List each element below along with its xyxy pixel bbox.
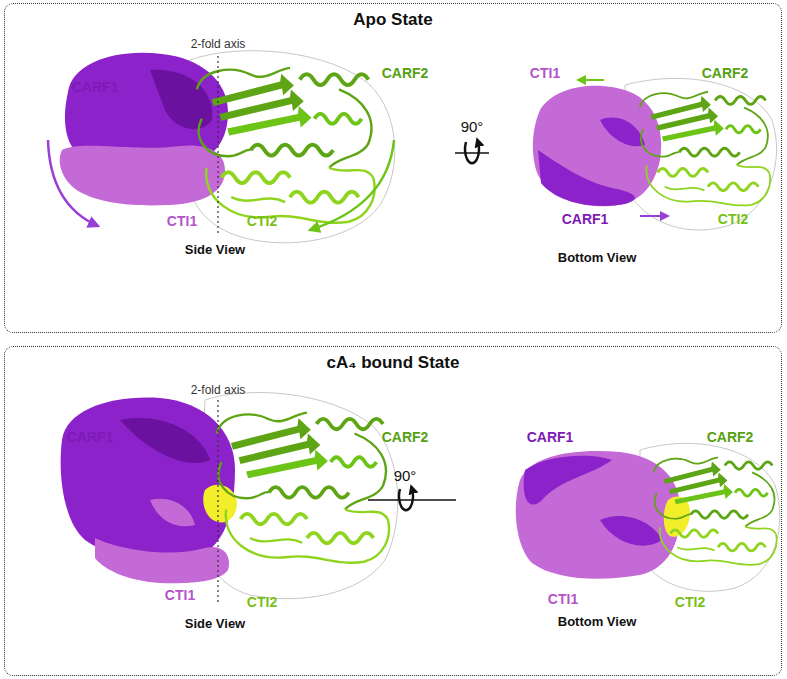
ca4-bottom-view <box>516 443 780 591</box>
rotation-label: 90° <box>394 468 417 485</box>
domain-label: CARF1 <box>562 212 609 227</box>
state-panel: Apo State <box>4 3 782 333</box>
view-label: Side View <box>185 243 245 257</box>
ca4-side-view-part <box>217 400 218 605</box>
domain-label: CARF2 <box>707 430 754 445</box>
axis-label: 2-fold axis <box>191 38 246 51</box>
apo-side-view-part <box>197 68 375 223</box>
domain-label: CTI2 <box>675 595 705 610</box>
domain-label: CARF2 <box>382 66 429 81</box>
state-panel: cA₄ bound State <box>4 346 782 676</box>
rotation-symbol-part <box>465 142 479 163</box>
view-label: Bottom View <box>558 251 637 265</box>
domain-label: CARF2 <box>702 66 749 81</box>
apo-bottom-view <box>533 78 777 230</box>
apo-bottom-view-part <box>640 92 771 206</box>
rotation-symbol-part <box>399 489 413 510</box>
ca4-side-view <box>61 392 398 605</box>
domain-label: CARF1 <box>67 430 114 445</box>
rotation-label: 90° <box>461 119 484 136</box>
domain-label: CTI1 <box>167 214 197 229</box>
domain-label: CARF2 <box>382 430 429 445</box>
ca4-side-view-part <box>120 418 210 463</box>
view-label: Bottom View <box>558 615 637 629</box>
ca4-bottom-view-part <box>600 516 662 546</box>
domain-label: CTI1 <box>548 592 578 607</box>
ca4-bottom-view-part <box>653 457 776 565</box>
rotation-symbol <box>455 142 489 163</box>
ca4-bottom-view-part <box>516 451 680 579</box>
domain-label: CTI2 <box>247 214 277 229</box>
rotation-symbol <box>368 489 456 510</box>
apo-bottom-view-part <box>600 118 645 147</box>
apo-bottom-view-part <box>578 79 604 81</box>
apo-side-view <box>48 51 395 243</box>
ca4-side-view-part <box>95 538 229 583</box>
domain-label: CTI1 <box>530 66 560 81</box>
apo-bottom-view-part <box>538 150 635 206</box>
apo-side-view-part <box>217 56 218 234</box>
ca4-side-view-part <box>203 485 237 523</box>
apo-side-view-part <box>48 140 98 226</box>
apo-side-view-part <box>60 145 225 205</box>
domain-label: CTI1 <box>165 588 195 603</box>
domain-label: CARF1 <box>527 430 574 445</box>
view-label: Side View <box>185 617 245 631</box>
panel-title: Apo State <box>5 10 781 30</box>
panel-title: cA₄ bound State <box>5 353 781 373</box>
ca4-side-view-part <box>61 398 235 560</box>
axis-label: 2-fold axis <box>191 384 246 397</box>
domain-label: CTI2 <box>718 212 748 227</box>
ca4-bottom-view-part <box>524 456 612 505</box>
rotation-symbol-part <box>455 152 489 154</box>
apo-side-view-part <box>310 140 394 230</box>
domain-label: CARF1 <box>72 80 119 95</box>
ca4-side-view-part <box>217 413 389 563</box>
domain-label: CTI2 <box>247 595 277 610</box>
ca4-side-view-part <box>200 392 398 598</box>
ca4-side-view-part <box>150 499 195 527</box>
apo-bottom-view-part <box>640 215 668 217</box>
